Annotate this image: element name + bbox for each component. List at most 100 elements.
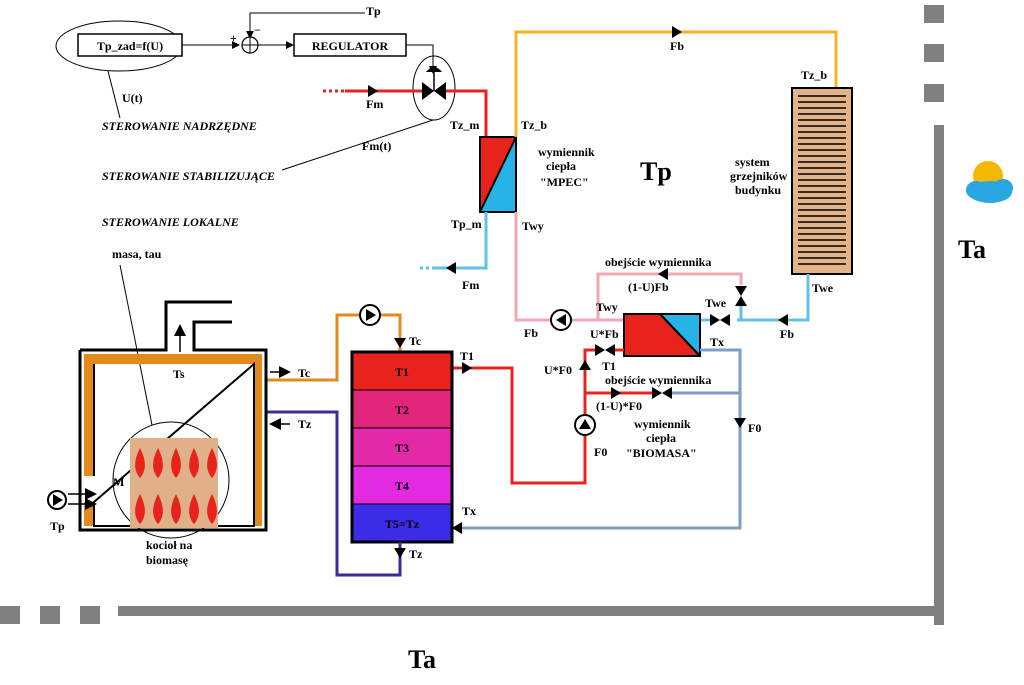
mpec-tz-b-label: Tz_b bbox=[521, 118, 547, 132]
flame bbox=[153, 494, 163, 524]
mpec-label-2: ciepła bbox=[546, 159, 576, 173]
flame bbox=[135, 494, 145, 524]
radiator-label-2: grzejników bbox=[730, 169, 788, 183]
room-tp-label: Tp bbox=[640, 157, 672, 186]
building-tz-b-label: Tz_b bbox=[801, 68, 827, 82]
hx-tx-label: Tx bbox=[710, 335, 724, 349]
radiator-label-3: budynku bbox=[735, 183, 781, 197]
biomass-hx-section: obejście wymiennika (1-U)Fb Twe Fb Twy U… bbox=[452, 212, 761, 534]
flame bbox=[207, 448, 217, 478]
tank-layer bbox=[351, 465, 453, 505]
sterowanie-lokalne-label: STEROWANIE LOKALNE bbox=[102, 215, 239, 229]
mpec-twy-label: Twy bbox=[522, 219, 544, 233]
combustion-chamber-circle bbox=[112, 421, 230, 539]
boiler-tc-label: Tc bbox=[298, 366, 311, 380]
masa-tau-label: masa, tau bbox=[112, 247, 162, 261]
radiator bbox=[791, 87, 853, 275]
flame bbox=[189, 494, 199, 524]
boiler-ts-label: Ts bbox=[173, 367, 185, 381]
hx-inlet-valve bbox=[710, 314, 730, 326]
biomass-hx-label-3: "BIOMASA" bbox=[626, 446, 697, 460]
regulator-label: REGULATOR bbox=[312, 39, 389, 53]
f0-right-label: F0 bbox=[748, 421, 761, 435]
boiler-tz-label: Tz bbox=[298, 417, 312, 431]
flame bbox=[207, 494, 217, 524]
valve-ellipse bbox=[412, 55, 456, 121]
fb-top-label: Fb bbox=[670, 39, 684, 53]
flame bbox=[189, 448, 199, 478]
hx-twy-label: Twy bbox=[596, 300, 618, 314]
one-minus-u-fb-label: (1-U)Fb bbox=[628, 280, 669, 294]
radiator-label-1: system bbox=[735, 155, 770, 169]
u-fb-label: U*Fb bbox=[590, 327, 619, 341]
tp-m-label: Tp_m bbox=[451, 217, 482, 231]
wall-dash-2 bbox=[924, 44, 944, 62]
fm-out-label: Fm bbox=[462, 278, 479, 292]
twe-radiator-label: Twe bbox=[812, 281, 834, 295]
flame bbox=[135, 448, 145, 478]
hx-hot-valve bbox=[595, 344, 615, 356]
regulator-to-valve-line bbox=[406, 44, 437, 74]
building-section: Fb Tz_b system grzejników budynku Tp Twe… bbox=[514, 26, 853, 341]
twe-label: Twe bbox=[705, 296, 727, 310]
ta-right-label: Ta bbox=[958, 235, 986, 264]
wall-dash-4 bbox=[0, 606, 20, 624]
control-section: Tp_zad=f(U) + − Tp REGULATOR U(t) STEROW… bbox=[55, 4, 456, 426]
tank-tx-label: Tx bbox=[462, 504, 476, 518]
boiler-m-label: M bbox=[113, 475, 124, 489]
wall-dash-6 bbox=[80, 606, 100, 624]
feedback-tp-label: Tp bbox=[366, 4, 381, 18]
boiler-label-2: biomasę bbox=[146, 553, 189, 567]
tank-layer-label: T5=Tz bbox=[385, 517, 420, 531]
one-minus-u-f0-label: (1-U)*F0 bbox=[596, 399, 642, 413]
flame bbox=[171, 448, 181, 478]
bypass-top-valve bbox=[735, 286, 747, 306]
tank-layer-label: T1 bbox=[395, 365, 409, 379]
boiler-outline bbox=[78, 300, 268, 532]
boiler-tp-air-label: Tp bbox=[50, 519, 65, 533]
mpec-section: Fm Tz_m Tp_m Fm Tz_b Twy wymiennik ciepł… bbox=[323, 67, 595, 292]
tank-tc-label: Tc bbox=[409, 334, 422, 348]
feedback-line bbox=[246, 12, 365, 39]
mpec-label-1: wymiennik bbox=[538, 145, 595, 159]
ta-bottom-label: Ta bbox=[408, 645, 436, 674]
sterowanie-nadrzedne-label: STEROWANIE NADRZĘDNE bbox=[102, 119, 257, 133]
tank-layer-label: T4 bbox=[395, 479, 409, 493]
tank-layer-label: T2 bbox=[395, 403, 409, 417]
biomass-hx-label-1: wymiennik bbox=[634, 417, 691, 431]
radiator-fins bbox=[798, 95, 846, 265]
tz-m-label: Tz_m bbox=[450, 118, 479, 132]
storage-tank bbox=[350, 350, 454, 544]
boiler-section: Ts Tc Tz M Tp kocioł na biomasę bbox=[47, 300, 312, 567]
sum-plus: + bbox=[230, 31, 237, 45]
wall-right bbox=[934, 125, 944, 625]
flame bbox=[171, 494, 181, 524]
u-f0-label: U*F0 bbox=[544, 363, 572, 377]
sterowanie-stabilizujace-label: STEROWANIE STABILIZUJĄCE bbox=[102, 169, 275, 183]
fm-t-label: Fm(t) bbox=[362, 139, 391, 153]
wall-dash-5 bbox=[40, 606, 60, 624]
tank-layer bbox=[351, 427, 453, 467]
weather-icon bbox=[966, 161, 1013, 203]
fb-left-label: Fb bbox=[524, 326, 538, 340]
fm-in-label: Fm bbox=[366, 97, 383, 111]
boiler-label-1: kocioł na bbox=[146, 538, 192, 552]
bypass-bottom-label: obejście wymiennika bbox=[605, 373, 711, 387]
mpec-label-3: "MPEC" bbox=[540, 175, 589, 189]
tank-tz-label: Tz bbox=[409, 547, 423, 561]
wall-dash-1 bbox=[924, 5, 944, 23]
f0-left-label: F0 bbox=[594, 445, 607, 459]
biomass-hx-label-2: ciepła bbox=[646, 431, 676, 445]
wall-bottom bbox=[118, 606, 944, 616]
bypass-bottom-valve bbox=[652, 387, 672, 399]
flame bbox=[153, 448, 163, 478]
tank-layer-label: T3 bbox=[395, 441, 409, 455]
fb-bottom-label: Fb bbox=[780, 327, 794, 341]
setpoint-label: Tp_zad=f(U) bbox=[97, 39, 163, 53]
bypass-top-label: obejście wymiennika bbox=[605, 255, 711, 269]
u-signal-label: U(t) bbox=[122, 91, 143, 105]
